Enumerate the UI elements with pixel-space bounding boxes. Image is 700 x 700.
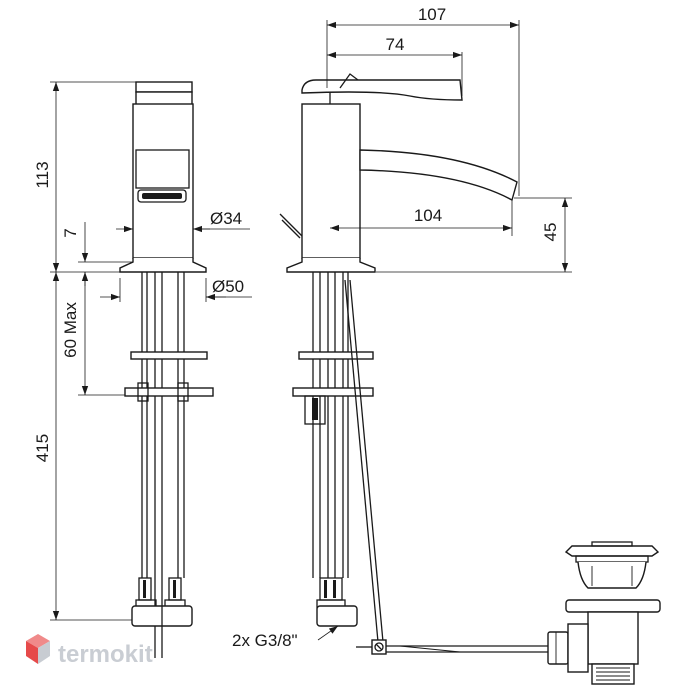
front-nut — [124, 387, 214, 397]
cube-left-face — [26, 641, 38, 664]
dim-104: 104 — [414, 206, 442, 225]
dim-74: 74 — [386, 35, 405, 54]
popup-body — [587, 611, 639, 665]
dim-diameter-34: Ø34 — [210, 209, 242, 228]
side-flange — [286, 258, 376, 273]
popup-cap — [564, 545, 660, 557]
dim-7: 7 — [61, 228, 80, 237]
popup-waste — [356, 541, 661, 685]
front-window — [135, 149, 190, 189]
dim-45: 45 — [541, 223, 560, 242]
dimension-lines — [50, 20, 572, 641]
cube-logo-icon — [26, 634, 50, 664]
dim-107: 107 — [418, 5, 446, 24]
front-body — [132, 103, 194, 259]
dim-113: 113 — [33, 161, 52, 188]
popup-pivot — [547, 631, 569, 665]
front-flange — [119, 258, 207, 273]
watermark-text: termokit — [58, 641, 153, 668]
front-view — [119, 81, 214, 658]
side-hose-connector — [316, 605, 358, 627]
side-lever — [301, 79, 463, 101]
side-spout — [359, 149, 518, 202]
front-handle-top — [135, 81, 193, 93]
dim-diameter-50: Ø50 — [212, 277, 244, 296]
cube-right-face — [38, 641, 50, 664]
front-aerator — [137, 189, 187, 203]
dim-415: 415 — [33, 434, 52, 462]
watermark: termokit — [26, 634, 153, 668]
side-view — [279, 73, 518, 643]
side-body — [301, 103, 361, 259]
front-washer — [130, 351, 208, 360]
dim-60-max: 60 Max — [61, 302, 80, 358]
connection-label: 2x G3/8" — [232, 631, 298, 650]
popup-nut — [565, 599, 661, 613]
front-aerator-slot — [142, 193, 182, 199]
